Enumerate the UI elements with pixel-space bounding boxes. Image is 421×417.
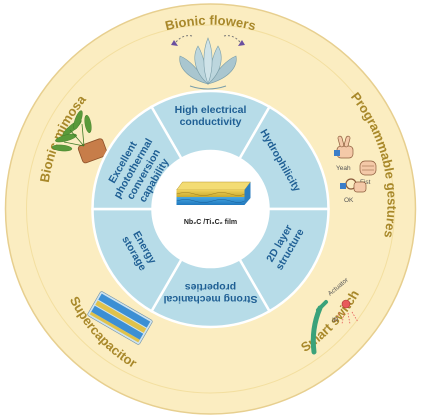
label-bionic-flowers: Bionic flowers <box>164 13 258 34</box>
mechanical-line-2: properties <box>185 281 237 293</box>
gesture-yeah-label: Yeah <box>336 165 351 172</box>
film-label: Nb₂C /Ti₃C₂ film <box>184 219 237 226</box>
gestures-image: Yeah Fist OK <box>334 135 377 204</box>
bionic-mimosa-image <box>51 110 108 164</box>
gesture-ok-label: OK <box>344 197 354 204</box>
segment-label-electrical: High electrical conductivity <box>175 104 247 128</box>
segment-photothermal <box>91 105 184 211</box>
electrical-line-2: conductivity <box>180 116 242 128</box>
hand-fist-icon <box>359 160 377 176</box>
outer-ring-inner-edge <box>26 24 395 394</box>
segment-label-mechanical: Strong mechanical properties <box>163 281 257 305</box>
ir-light-icon <box>333 299 359 325</box>
hand-yeah-icon <box>334 135 354 159</box>
electrical-line-1: High electrical <box>175 104 247 116</box>
bionic-flower-image <box>171 35 245 90</box>
center-disk <box>152 151 269 267</box>
film-image <box>176 181 251 205</box>
mechanical-line-1: Strong mechanical <box>163 293 257 305</box>
hand-ok-icon <box>340 178 367 193</box>
supercapacitor-image <box>87 291 153 345</box>
switch-ir-label: IR <box>332 317 339 324</box>
property-ring <box>91 89 330 329</box>
